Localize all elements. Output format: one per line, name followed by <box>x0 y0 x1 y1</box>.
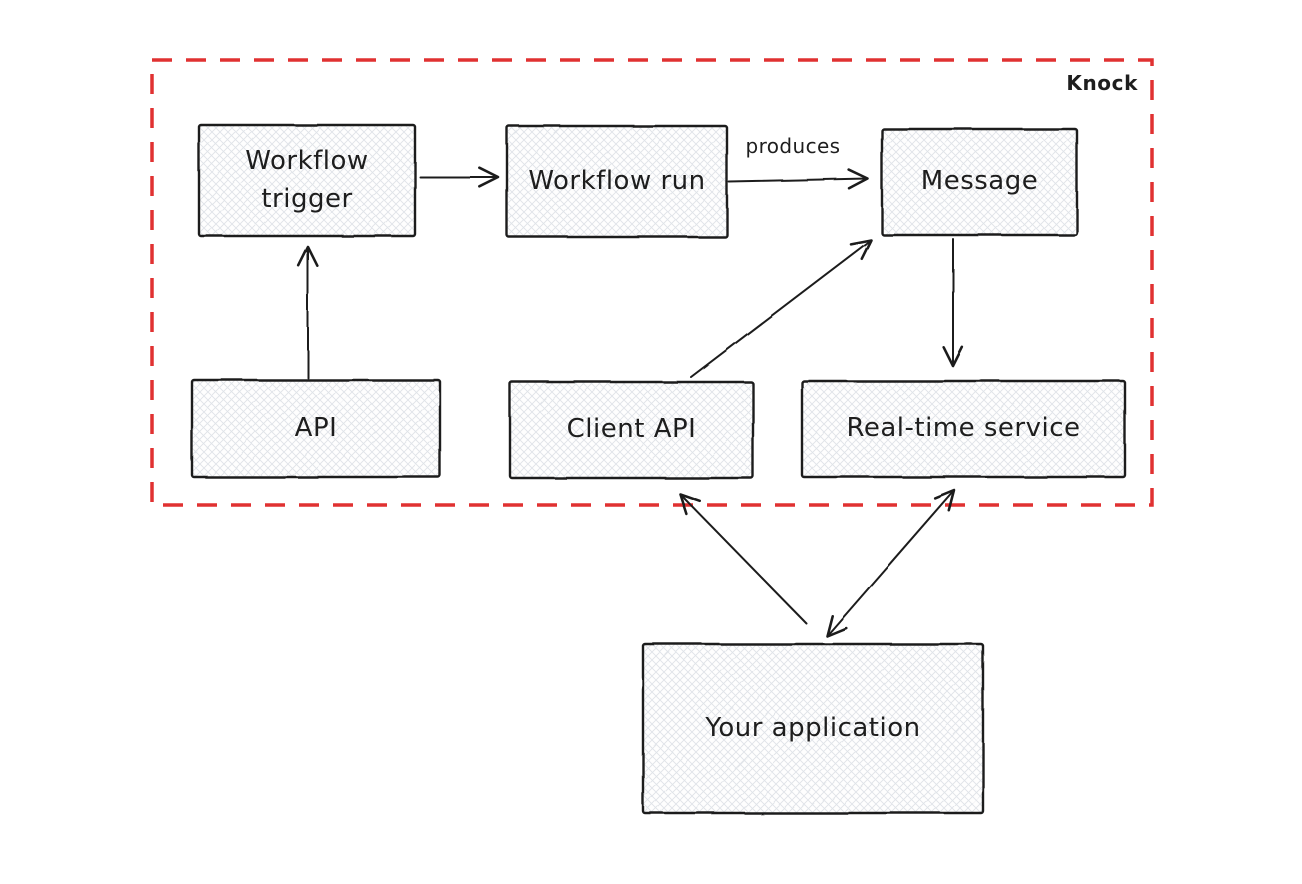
edge-your-application-real-time-service <box>825 488 956 638</box>
node-message-box <box>880 127 1079 237</box>
knock-boundary-label: Knock <box>1066 71 1138 95</box>
node-workflow-trigger-label: Workflow trigger <box>245 145 369 214</box>
edge-client-api-to-message <box>690 238 873 378</box>
node-client-api-label: Client API <box>566 414 697 445</box>
edge-your-application-to-client-api <box>678 492 807 624</box>
node-workflow-trigger-box <box>197 123 417 238</box>
node-your-application-box <box>641 642 985 815</box>
node-api-box <box>190 378 442 479</box>
node-message-label: Message <box>920 166 1039 197</box>
node-real-time-service-label: Real-time service <box>846 413 1081 444</box>
edge-label-produces: produces <box>745 134 841 158</box>
node-workflow-run-box <box>505 124 729 239</box>
node-client-api-box <box>508 380 755 480</box>
node-your-application-label: Your application <box>705 712 921 743</box>
edge-workflow-run-to-message <box>728 168 870 191</box>
node-real-time-service-box <box>800 379 1127 479</box>
node-api-label: API <box>294 412 338 443</box>
knock-boundary-box <box>150 58 1154 507</box>
node-workflow-run-label: Workflow run <box>528 165 706 196</box>
